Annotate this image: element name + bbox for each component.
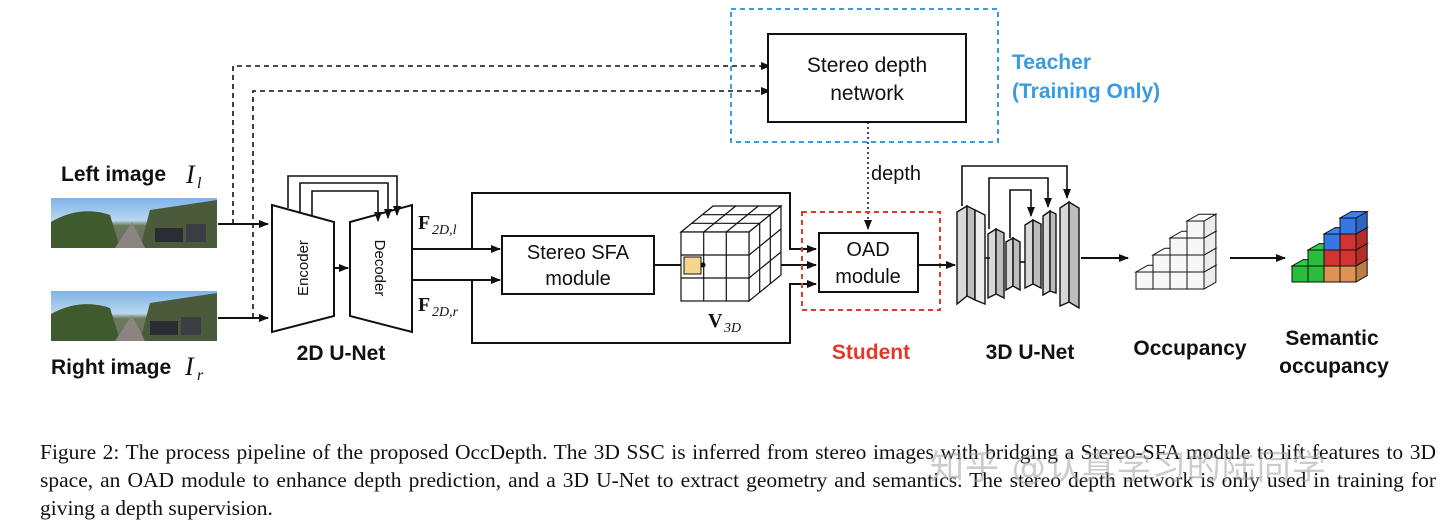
semantic-label-line1: Semantic xyxy=(1285,327,1379,350)
unet3d-label: 3D U-Net xyxy=(986,341,1075,364)
right-image-label: Right image xyxy=(51,356,171,379)
f-left-label: F xyxy=(418,212,430,234)
encoder-block xyxy=(271,203,335,334)
v3d-label: V xyxy=(708,310,723,332)
stereo-sfa-label-line2: module xyxy=(545,268,611,290)
oad-label-line2: module xyxy=(835,266,901,288)
stereo-sfa-module xyxy=(501,235,655,295)
decoder-label: Decoder xyxy=(371,240,388,297)
figure-caption: Figure 2: The process pipeline of the pr… xyxy=(40,440,1436,520)
right-image xyxy=(51,291,217,341)
v3d-sample-point xyxy=(700,262,706,268)
occupancy-voxels xyxy=(1134,213,1218,290)
teacher-label-line1: Teacher xyxy=(1012,51,1091,74)
bypass-bottom-arrow xyxy=(471,280,817,344)
semantic-occupancy-voxels xyxy=(1290,210,1370,283)
right-image-symbol: I xyxy=(184,352,195,381)
left-to-stereo-dashed-arrow xyxy=(232,62,771,224)
left-image-symbol: I xyxy=(185,160,196,189)
unet3d-block xyxy=(956,200,1080,310)
skip-connection-inner xyxy=(311,190,382,222)
oad-module xyxy=(818,232,919,293)
oad-label-line1: OAD xyxy=(846,239,889,261)
f-right-label: F xyxy=(418,294,430,316)
watermark: 知乎 @认真学习的陆同学 xyxy=(930,448,1327,488)
stereo-sfa-label-line1: Stereo SFA xyxy=(527,242,630,264)
depth-label: depth xyxy=(871,163,921,185)
left-image xyxy=(51,198,217,248)
f-right-subscript: 2D,r xyxy=(432,305,459,320)
unet3d-skip-outer xyxy=(961,165,1071,206)
unet2d-label: 2D U-Net xyxy=(297,342,386,365)
bypass-top-arrow xyxy=(471,192,817,253)
left-image-subscript: l xyxy=(197,175,202,192)
occupancy-label: Occupancy xyxy=(1133,337,1247,360)
encoder-label: Encoder xyxy=(295,240,312,296)
v3d-highlight-voxel xyxy=(683,256,702,275)
v3d-subscript: 3D xyxy=(723,321,741,336)
student-label: Student xyxy=(832,341,910,364)
v3d-volume-cube xyxy=(679,204,783,303)
unet3d-skip-middle xyxy=(988,177,1052,229)
stereo-depth-network xyxy=(767,33,967,123)
left-image-label: Left image xyxy=(61,163,166,186)
pipeline-diagram: Left image I l Right image I r Encoder D… xyxy=(51,8,1389,384)
teacher-dashed-box xyxy=(730,8,999,143)
teacher-label-line2: (Training Only) xyxy=(1012,80,1160,103)
semantic-label-line2: occupancy xyxy=(1279,355,1389,378)
student-dashed-box xyxy=(801,211,941,311)
right-to-stereo-dashed-arrow xyxy=(252,87,771,318)
stereo-depth-label-line1: Stereo depth xyxy=(807,54,927,77)
unet3d-skip-inner xyxy=(1009,189,1035,238)
right-image-subscript: r xyxy=(197,367,204,384)
skip-connection-outer xyxy=(287,175,401,216)
f-left-subscript: 2D,l xyxy=(432,223,457,238)
stereo-depth-label-line2: network xyxy=(830,82,904,105)
skip-connection-middle xyxy=(299,182,392,219)
